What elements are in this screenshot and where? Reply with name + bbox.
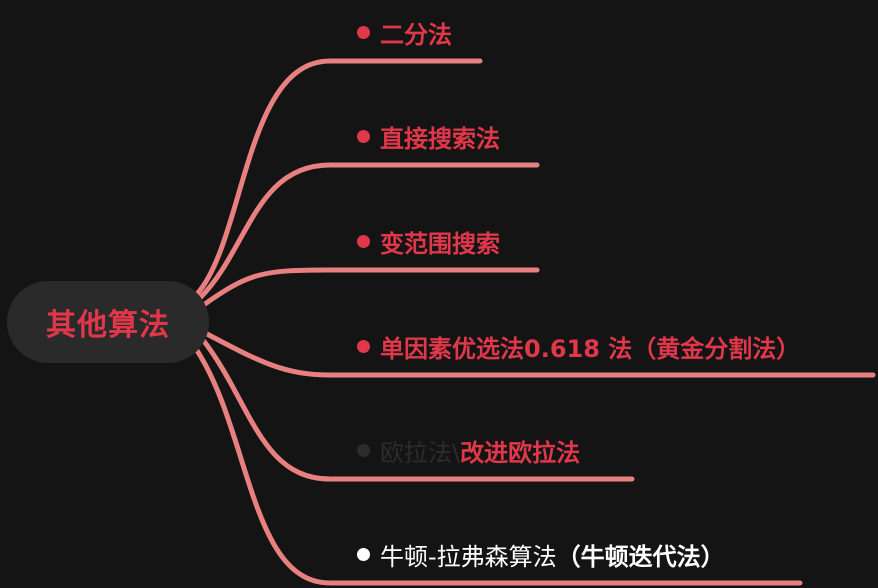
branch-label: （牛顿迭代法） (556, 542, 725, 571)
branch-direct-search[interactable]: 直接搜索法 (357, 120, 500, 153)
root-label: 其他算法 (46, 308, 170, 343)
root-node[interactable]: 其他算法 (7, 281, 209, 363)
bullet-dot-icon (357, 443, 370, 457)
connector-branch-4 (204, 331, 876, 378)
branch-label: 改进欧拉法 (460, 438, 581, 467)
branch-golden-section[interactable]: 单因素优选法0.618 法（黄金分割法） (357, 330, 801, 363)
bullet-dot-icon (357, 339, 370, 353)
branch-prefix: 欧拉法\ (380, 438, 461, 467)
connector-branch-6 (193, 346, 803, 586)
branch-prefix: 牛顿-拉弗森算法 (380, 542, 557, 571)
branch-variable-range-search[interactable]: 变范围搜索 (357, 225, 500, 258)
connector-branch-3 (202, 267, 540, 307)
bullet-dot-icon (357, 234, 370, 248)
connector-branch-2 (197, 162, 540, 301)
bullet-dot-icon (357, 547, 370, 561)
branch-bisection[interactable]: 二分法 (357, 16, 452, 49)
bullet-dot-icon (357, 25, 370, 39)
branch-label: 变范围搜索 (380, 229, 500, 258)
branch-label: 单因素优选法0.618 法（黄金分割法） (380, 334, 801, 363)
bullet-dot-icon (357, 129, 370, 143)
connector-branch-1 (194, 58, 483, 297)
connector-branch-5 (200, 337, 635, 482)
branch-label: 二分法 (380, 20, 452, 49)
branch-label: 直接搜索法 (380, 124, 500, 153)
branch-euler[interactable]: 欧拉法\ 改进欧拉法 (357, 434, 581, 467)
branch-newton-raphson[interactable]: 牛顿-拉弗森算法 （牛顿迭代法） (357, 538, 725, 571)
